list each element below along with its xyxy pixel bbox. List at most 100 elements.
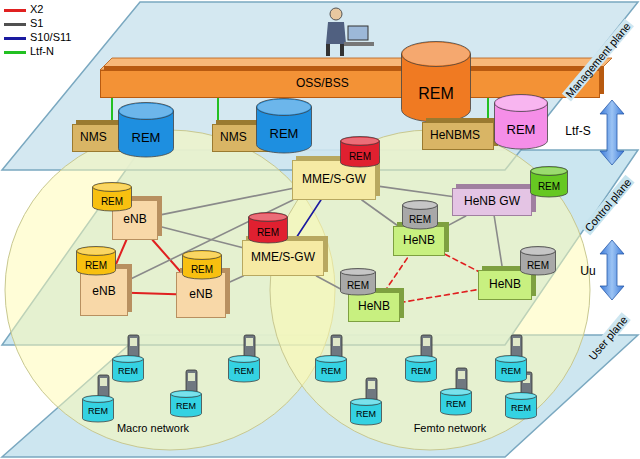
- rem-label: REM: [118, 367, 138, 377]
- node-label: HeNB: [358, 300, 390, 313]
- node-label: HeNB: [403, 234, 435, 247]
- legend-text: S1: [30, 17, 43, 29]
- phone-screen: [513, 338, 520, 346]
- rem-cylinder: REM: [520, 246, 556, 276]
- interface-name: Uu: [578, 265, 597, 278]
- cylinder-top: [341, 137, 380, 146]
- rem-label: REM: [349, 151, 371, 162]
- cylinder-top: [351, 399, 382, 406]
- interface-link: [445, 216, 466, 227]
- cylinder-top: [341, 269, 376, 276]
- network-box: HeNB: [393, 226, 445, 256]
- rem-label: REM: [511, 404, 531, 414]
- rem-cylinder: REM: [315, 355, 347, 383]
- rem-label: REM: [101, 196, 123, 207]
- cylinder-top: [257, 99, 312, 116]
- cylinder-top-shine: [84, 397, 113, 402]
- interface-name: Ltf-S: [563, 125, 592, 138]
- cylinder-top-shine: [250, 214, 287, 221]
- rem-label: REM: [257, 227, 279, 238]
- rem-cylinder: REM: [112, 355, 144, 383]
- interface-link: [494, 216, 502, 270]
- rem-cylinder: REM: [340, 136, 380, 168]
- node-label: HeNB: [489, 278, 521, 291]
- node-label: MME/S-GW: [251, 251, 315, 264]
- rem-label: REM: [132, 131, 161, 145]
- node-label: MME/S-GW: [302, 173, 366, 186]
- interface-link: [445, 254, 478, 271]
- cylinder-top-shine: [342, 138, 379, 145]
- rem-cylinder: REM: [494, 94, 548, 150]
- cylinder-top-shine: [497, 357, 526, 362]
- node-label: eNB: [123, 213, 146, 226]
- network-name: Femto network: [412, 422, 489, 434]
- cylinder-top: [495, 95, 548, 112]
- node-label: HeNB GW: [464, 195, 520, 208]
- cylinder-top-shine: [78, 248, 115, 255]
- interface-link: [217, 98, 219, 124]
- rem-label: REM: [538, 181, 560, 192]
- interface-link: [128, 293, 176, 294]
- cylinder-top-shine: [230, 357, 259, 362]
- cylinder-top: [403, 201, 438, 210]
- management-plane: [2, 2, 638, 170]
- rem-cylinder: REM: [530, 166, 568, 198]
- interface-link: [400, 290, 478, 303]
- rem-label: REM: [446, 400, 466, 410]
- cylinder-top: [402, 42, 471, 67]
- rem-cylinder: REM: [182, 250, 222, 280]
- cylinder-top-shine: [258, 100, 311, 115]
- bar-top-face: [100, 58, 612, 70]
- cylinder-top-shine: [184, 252, 221, 259]
- cylinder-top-shine: [352, 400, 381, 405]
- cylinder-top: [93, 183, 132, 192]
- phone-screen: [423, 338, 430, 346]
- rem-cylinder: REM: [495, 355, 527, 383]
- interface-link: [384, 256, 409, 292]
- rem-cylinder: REM: [170, 390, 202, 418]
- cylinder-top-shine: [114, 357, 143, 362]
- rem-cylinder: REM: [82, 395, 114, 423]
- interface-link: [111, 98, 113, 124]
- cylinder-top-shine: [342, 270, 375, 275]
- legend-line-swatch: [4, 37, 26, 40]
- node-label: NMS: [80, 131, 107, 144]
- rem-label: REM: [356, 410, 376, 420]
- rem-label: REM: [191, 264, 213, 275]
- phone-icons: [98, 335, 532, 403]
- node-label: eNB: [92, 285, 115, 298]
- phone-screen: [368, 381, 375, 389]
- rem-label: REM: [409, 214, 431, 225]
- cylinder-top: [316, 356, 347, 363]
- cylinder-top-shine: [404, 202, 437, 209]
- cylinder-top-shine: [532, 168, 567, 175]
- network-box: HeNB: [348, 292, 400, 322]
- cylinder-top: [249, 213, 288, 222]
- interface-link: [114, 240, 126, 268]
- node-label: OSS/BSS: [296, 77, 349, 90]
- operator-icon: [326, 8, 374, 56]
- legend-text: X2: [30, 3, 43, 15]
- rem-label: REM: [85, 260, 107, 271]
- cylinder-top: [496, 356, 527, 363]
- rem-label: REM: [88, 407, 108, 417]
- cylinder-top: [506, 393, 537, 400]
- cylinder-top: [531, 167, 568, 176]
- cylinder-top-shine: [522, 248, 555, 255]
- cylinder-top: [171, 391, 202, 398]
- rem-cylinder: REM: [350, 398, 382, 426]
- interface-link: [362, 200, 398, 226]
- network-box: eNB: [80, 268, 128, 316]
- rem-cylinder: REM: [401, 41, 471, 123]
- cylinder-top: [521, 247, 556, 256]
- network-box: HeNBMS: [422, 122, 494, 150]
- legend-text: Ltf-N: [30, 45, 54, 57]
- cylinder-top-shine: [94, 184, 131, 191]
- interface-link: [158, 188, 292, 215]
- cylinder-top: [119, 103, 174, 120]
- network-name: Macro network: [115, 422, 191, 434]
- rem-label: REM: [507, 123, 536, 137]
- cylinder-shape: [401, 41, 471, 123]
